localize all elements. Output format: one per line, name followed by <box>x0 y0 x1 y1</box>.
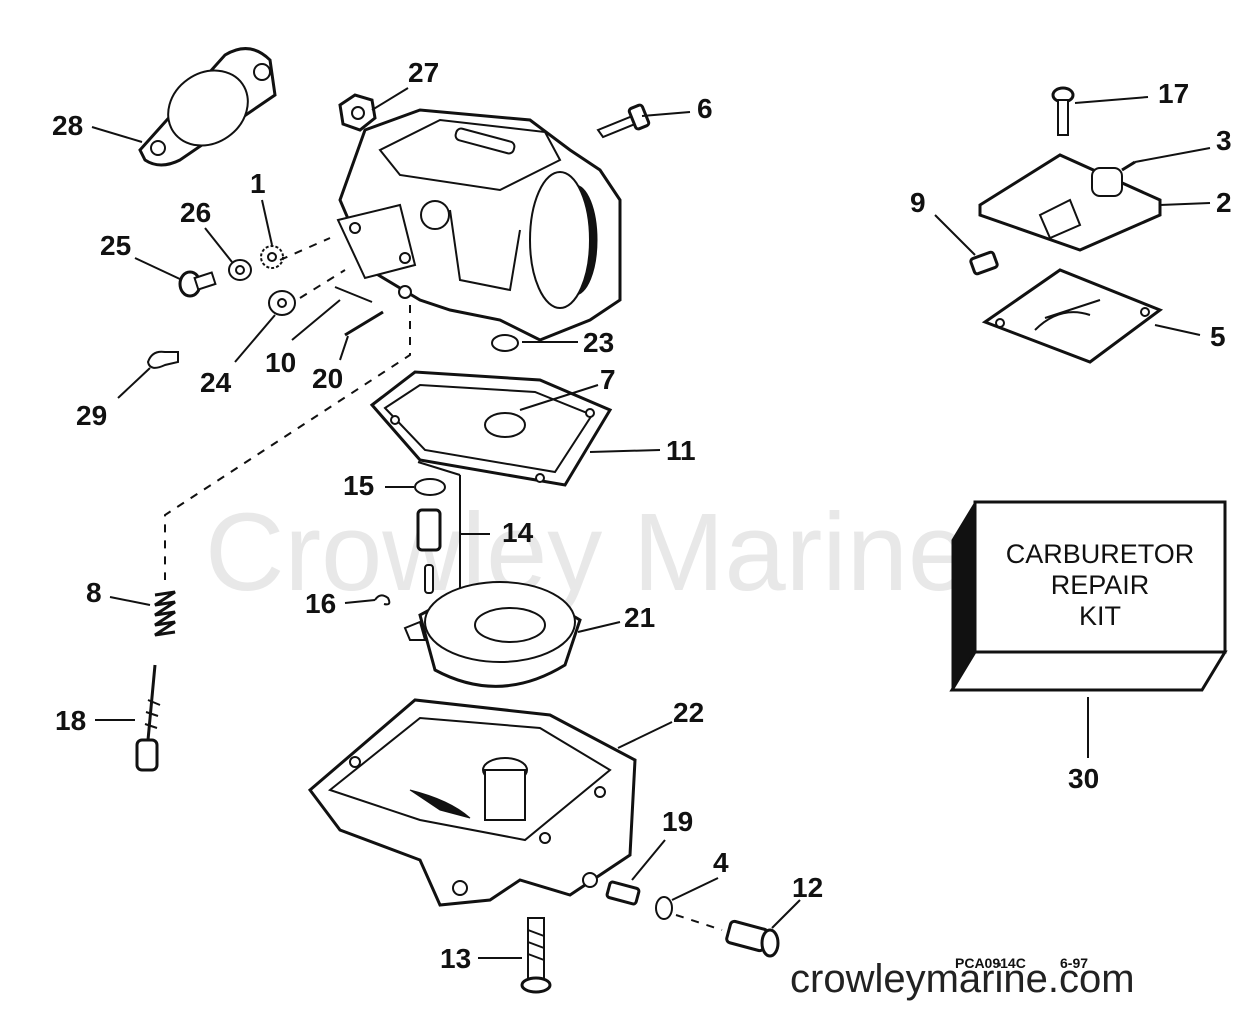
part-16-clip <box>374 594 391 606</box>
part-23-oring <box>491 334 519 352</box>
callout-6: 6 <box>697 93 713 124</box>
assembly-line-2 <box>279 237 346 299</box>
kit-line-2: REPAIR <box>1051 570 1150 600</box>
part-6-screw <box>596 103 651 139</box>
callout-16: 16 <box>305 588 336 619</box>
part-14-needle-seat <box>416 461 461 594</box>
callout-labels: 28 27 6 1 26 25 24 10 20 29 23 7 11 15 1… <box>52 57 1232 974</box>
callout-22: 22 <box>673 697 704 728</box>
part-24-washer <box>268 290 296 316</box>
callout-9: 9 <box>910 187 926 218</box>
part-21-float <box>403 581 582 688</box>
part-27-nut <box>338 93 377 132</box>
part-29-clip <box>146 350 179 369</box>
callout-26: 26 <box>180 197 211 228</box>
part-18-mixture-needle <box>135 664 161 772</box>
callout-19: 19 <box>662 806 693 837</box>
part-4-washer <box>655 896 673 920</box>
part-2-pump-cover <box>978 153 1162 252</box>
callout-18: 18 <box>55 705 86 736</box>
part-25-screw <box>178 270 217 298</box>
callout-3: 3 <box>1216 125 1232 156</box>
part-17-screw <box>1051 86 1075 136</box>
carburetor-body <box>336 108 622 342</box>
callout-27: 27 <box>408 57 439 88</box>
callout-17: 17 <box>1158 78 1189 109</box>
callout-25: 25 <box>100 230 131 261</box>
drawing-date: 6-97 <box>1060 955 1088 971</box>
callout-4: 4 <box>713 847 729 878</box>
callout-23: 23 <box>583 327 614 358</box>
leader-lines <box>91 87 1211 959</box>
callout-20: 20 <box>312 363 343 394</box>
callout-13: 13 <box>440 943 471 974</box>
part-10-pin <box>334 286 373 303</box>
part-30-repair-kit: CARBURETOR REPAIR KIT <box>949 500 1228 692</box>
callout-11: 11 <box>666 435 696 466</box>
callout-29: 29 <box>76 400 107 431</box>
callout-10: 10 <box>265 347 296 378</box>
callout-14: 14 <box>502 517 534 548</box>
callout-7: 7 <box>600 364 616 395</box>
site-name: crowleymarine.com <box>790 957 1135 1001</box>
part-3-fitting <box>1121 160 1136 172</box>
callout-21: 21 <box>624 602 655 633</box>
assembly-line <box>164 305 411 580</box>
part-22-float-bowl <box>307 698 637 907</box>
callout-12: 12 <box>792 872 823 903</box>
kit-line-1: CARBURETOR <box>1006 539 1195 569</box>
part-19-plug <box>605 880 641 906</box>
assembly-line-3 <box>675 914 723 931</box>
part-20-pin <box>344 310 384 337</box>
callout-15: 15 <box>343 470 374 501</box>
callout-1: 1 <box>250 168 266 199</box>
drawing-code: PCA0914C <box>955 955 1026 971</box>
kit-line-3: KIT <box>1079 601 1121 631</box>
part-28-flange-gasket <box>138 47 277 167</box>
part-5-diaphragm <box>981 268 1164 364</box>
part-26-washer <box>228 259 252 281</box>
watermark: Crowley Marine <box>205 491 969 614</box>
part-11-gasket <box>369 370 613 487</box>
callout-28: 28 <box>52 110 83 141</box>
part-9-screw <box>969 250 999 276</box>
callout-8: 8 <box>86 577 102 608</box>
callout-2: 2 <box>1216 187 1232 218</box>
callout-30: 30 <box>1068 763 1099 794</box>
callout-24: 24 <box>200 367 232 398</box>
part-13-screw <box>520 917 552 994</box>
callout-5: 5 <box>1210 321 1226 352</box>
part-12-screw <box>725 919 780 958</box>
part-8-spring <box>154 590 176 637</box>
part-1-lockwasher <box>260 245 284 269</box>
part-15-washer <box>414 478 446 496</box>
